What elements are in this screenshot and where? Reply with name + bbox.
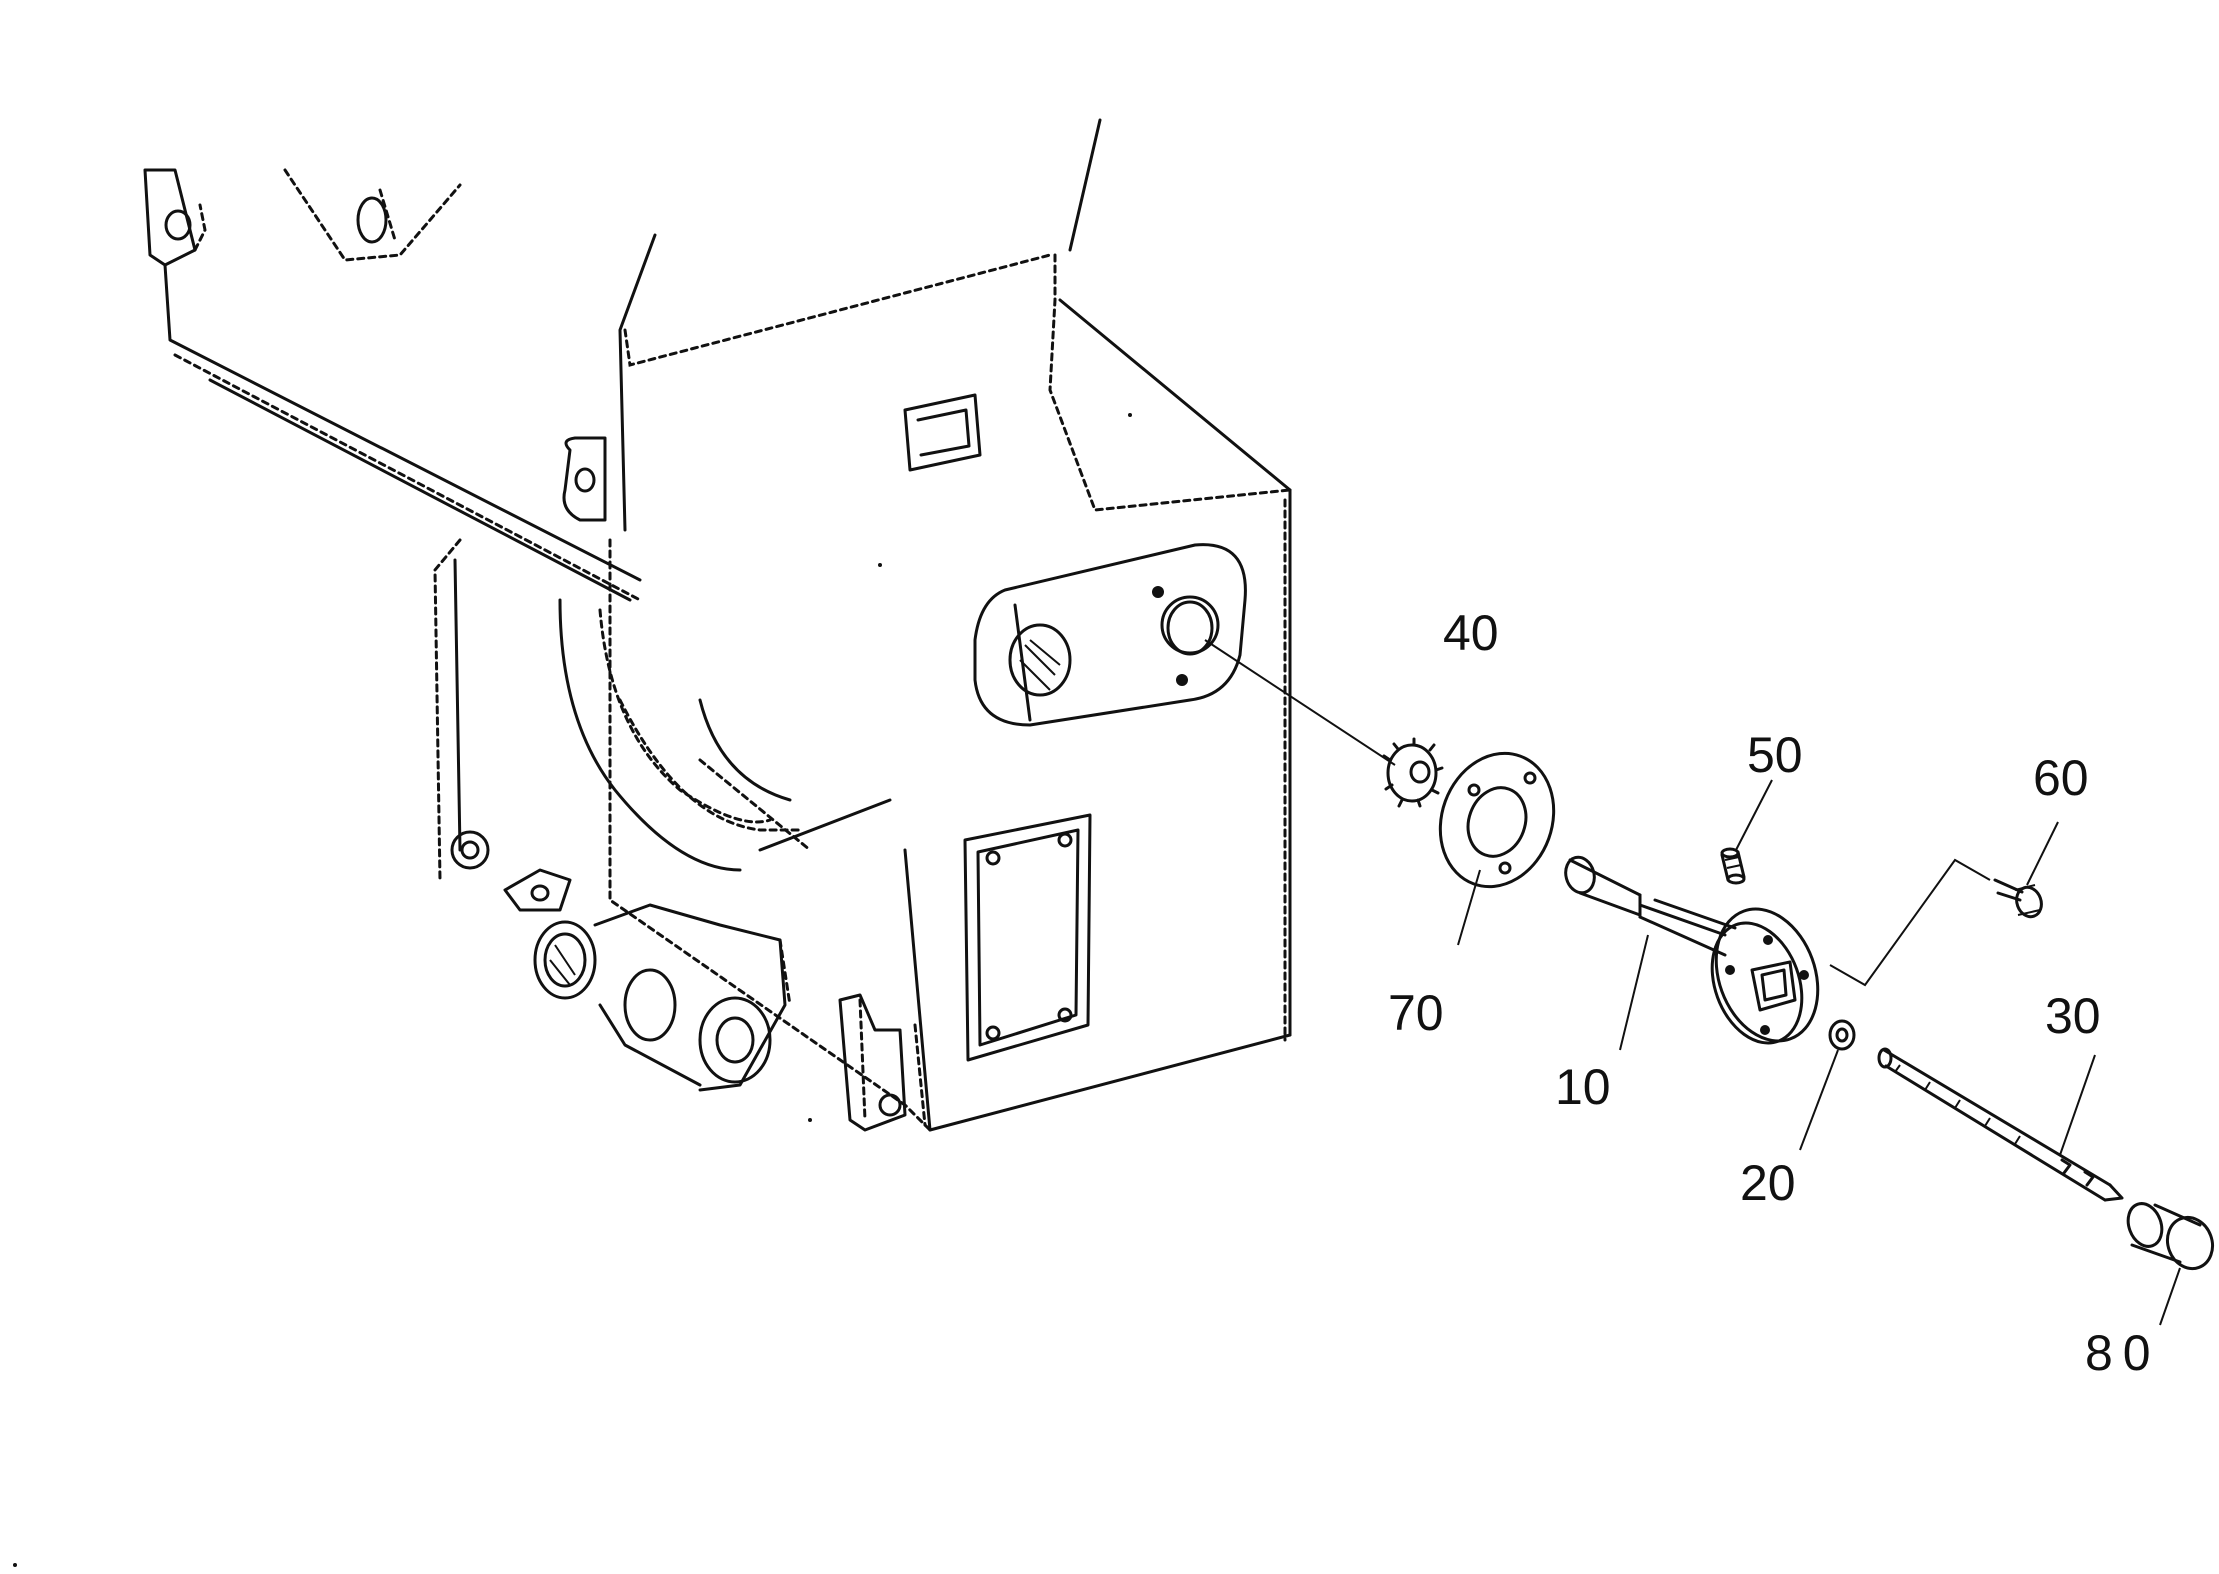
- speck: [1128, 413, 1132, 417]
- part-40-gear: [1382, 737, 1444, 808]
- nameplate: [963, 813, 1092, 1062]
- callout-30: 30: [2045, 988, 2101, 1044]
- part-70-gasket: [1438, 751, 1556, 946]
- speck: [878, 563, 882, 567]
- callout-20: 20: [1740, 1155, 1796, 1211]
- speck: [13, 1563, 17, 1567]
- part-80-cap: [2126, 1202, 2215, 1326]
- callout-70: 70: [1388, 985, 1444, 1041]
- housing: [143, 118, 1292, 1132]
- callout-10: 10: [1555, 1059, 1611, 1115]
- callout-60: 60: [2033, 750, 2089, 806]
- assembly-axis-line: [1204, 639, 1396, 766]
- speck: [808, 1118, 812, 1122]
- part-20-washer: [1799, 1019, 1856, 1151]
- part-60-screw: [1993, 821, 2059, 919]
- part-60-leader: [1829, 858, 1991, 987]
- part-50-pin: [1720, 779, 1773, 885]
- callout-80: 80: [2085, 1325, 2161, 1381]
- oval-mounting-plate: [973, 543, 1247, 727]
- part-10-shaft: [1564, 855, 1820, 1051]
- callout-50: 50: [1747, 727, 1803, 783]
- part-30-rod: [1877, 1047, 2124, 1202]
- callout-40: 40: [1443, 605, 1499, 661]
